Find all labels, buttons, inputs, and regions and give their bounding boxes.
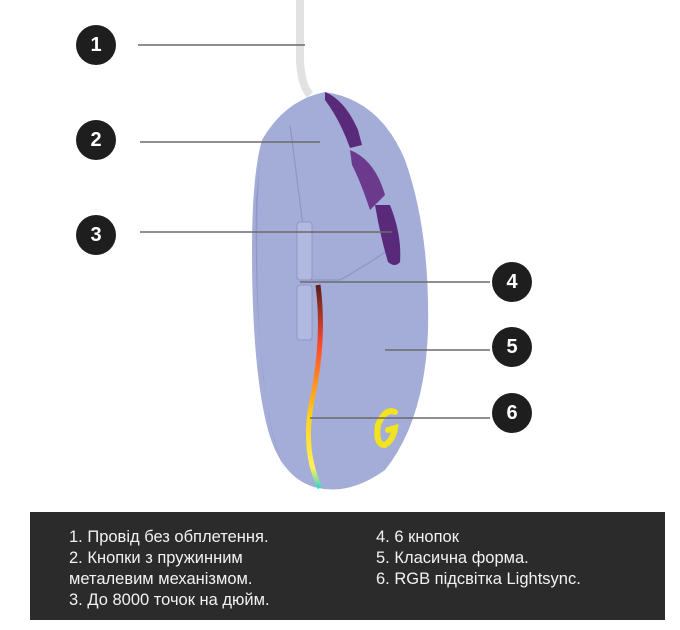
feature-item: 4. 6 кнопок — [376, 528, 459, 546]
callout-marker-2: 2 — [76, 120, 116, 160]
feature-list-panel: 1. Провід без обплетення. 2. Кнопки з пр… — [30, 512, 665, 620]
side-button-forward — [296, 221, 313, 281]
callout-marker-6: 6 — [492, 393, 532, 433]
callout-marker-1: 1 — [76, 25, 116, 65]
rgb-light-strip — [305, 284, 323, 490]
mouse-body — [252, 92, 429, 490]
callout-marker-3: 3 — [76, 215, 116, 255]
feature-list-left: 1. Провід без обплетення. 2. Кнопки з пр… — [69, 527, 270, 611]
feature-item: 5. Класична форма. — [376, 549, 529, 567]
feature-item: 1. Провід без обплетення. — [69, 528, 269, 546]
scroll-wheel — [350, 150, 385, 210]
callout-marker-4: 4 — [492, 262, 532, 302]
g-logo — [374, 408, 399, 449]
feature-item: металевим механізмом. — [69, 570, 253, 588]
right-button-strip — [325, 92, 362, 148]
cable — [296, 0, 314, 98]
feature-item: 3. До 8000 точок на дюйм. — [69, 591, 270, 609]
dpi-button — [375, 205, 401, 265]
callout-marker-5: 5 — [492, 327, 532, 367]
callout-lines — [138, 44, 490, 419]
mouse-diagram — [138, 0, 490, 490]
side-button-back — [296, 284, 313, 341]
feature-list-right: 4. 6 кнопок 5. Класична форма. 6. RGB пі… — [376, 527, 581, 590]
feature-item: 6. RGB підсвітка Lightsync. — [376, 570, 581, 588]
feature-item: 2. Кнопки з пружинним — [69, 549, 243, 567]
